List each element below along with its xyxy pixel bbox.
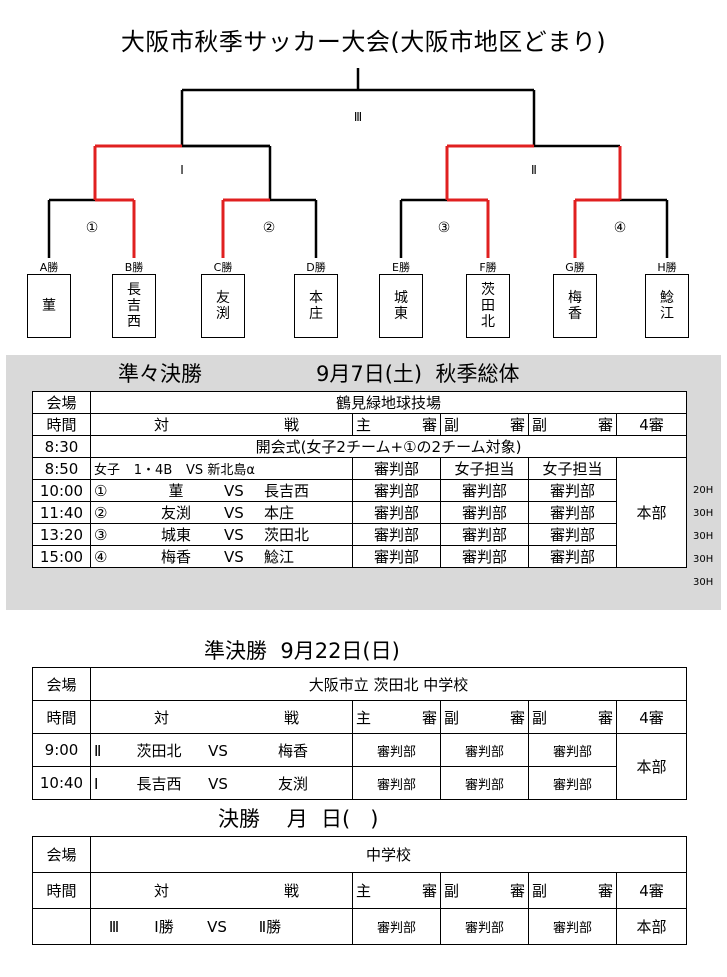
page-title: 大阪市秋季サッカー大会(大阪市地区どまり) [120,28,607,56]
match-header: 対戦 [90,872,353,909]
main-ref-header: 主審 [352,700,441,734]
main-ref-header: 主審 [352,872,441,909]
quarterfinal-title-left: 準々決勝 [118,362,202,386]
tournament-bracket [47,68,669,258]
duration-label: 30H [693,577,714,588]
duration-label: 30H [693,554,714,565]
honbu-cell: 本部 [615,908,688,945]
venue-name: 鶴見緑地球技場 [89,391,688,414]
team-box-e: 城東 [379,274,423,338]
match-label-3: ③ [437,220,451,236]
venue-label: 会場 [32,836,91,873]
quarterfinal-title-right: 9月7日(土) 秋季総体 [316,362,520,386]
match-label-2: ② [262,220,276,236]
slot-d: D勝 [306,261,326,274]
slot-h: H勝 [657,261,677,274]
match-header: 対戦 [90,700,353,734]
venue-name: 大阪市立 茨田北 中学校 [89,667,688,701]
opening-ceremony: 開会式(女子2チーム+①の2チーム対象) [89,435,688,458]
fourth-ref-header: 4審 [615,700,688,734]
slot-c: C勝 [213,261,233,274]
round-label-semi-2: Ⅱ [531,163,537,177]
honbu-cell: 本部 [615,733,688,800]
venue-label: 会場 [32,667,91,701]
venue-label: 会場 [32,391,91,414]
time-label: 時間 [32,413,91,436]
sub-ref-header-1: 副審 [440,872,529,909]
quarterfinal-table: 会場 鶴見緑地球技場 時間 対戦 主審 副審 副審 4審 8:30 開会式(女子… [32,391,688,568]
team-box-h: 鯰江 [645,274,689,338]
venue-name: 中学校 [89,836,688,873]
round-label-final: Ⅲ [353,110,363,124]
sub-ref-header-2: 副審 [528,413,617,436]
round-label-semi-1: Ⅰ [180,163,184,177]
team-box-d: 本庄 [294,274,338,338]
match-header: 対戦 [90,413,353,436]
slot-a: A勝 [39,261,59,274]
duration-label: 20H [693,485,714,496]
team-box-a: 菫 [27,274,71,338]
slot-f: F勝 [479,261,497,274]
semifinal-table: 会場 大阪市立 茨田北 中学校 時間 対戦 主審 副審 副審 4審 9:00 Ⅱ… [32,667,688,800]
sub-ref-header-2: 副審 [528,700,617,734]
honbu-cell: 本部 [615,457,688,568]
team-box-f: 茨田北 [466,274,510,338]
team-box-c: 友渕 [201,274,245,338]
match-label-4: ④ [613,220,627,236]
opening-time: 8:30 [32,435,91,458]
team-box-b: 長吉西 [112,274,156,338]
main-ref-header: 主審 [352,413,441,436]
sub-ref-header-1: 副審 [440,413,529,436]
sub-ref-header-1: 副審 [440,700,529,734]
duration-label: 30H [693,508,714,519]
fourth-ref-header: 4審 [615,413,688,436]
team-box-g: 梅香 [553,274,597,338]
time-label: 時間 [32,872,91,909]
slot-b: B勝 [124,261,144,274]
sub-ref-header-2: 副審 [528,872,617,909]
fourth-ref-header: 4審 [615,872,688,909]
duration-label: 30H [693,531,714,542]
slot-e: E勝 [392,261,410,274]
time-label: 時間 [32,700,91,734]
slot-g: G勝 [565,261,585,274]
match-label-1: ① [85,220,99,236]
final-title: 決勝 月 日( ) [218,807,379,831]
semifinal-title: 準決勝 9月22日(日) [204,639,400,663]
